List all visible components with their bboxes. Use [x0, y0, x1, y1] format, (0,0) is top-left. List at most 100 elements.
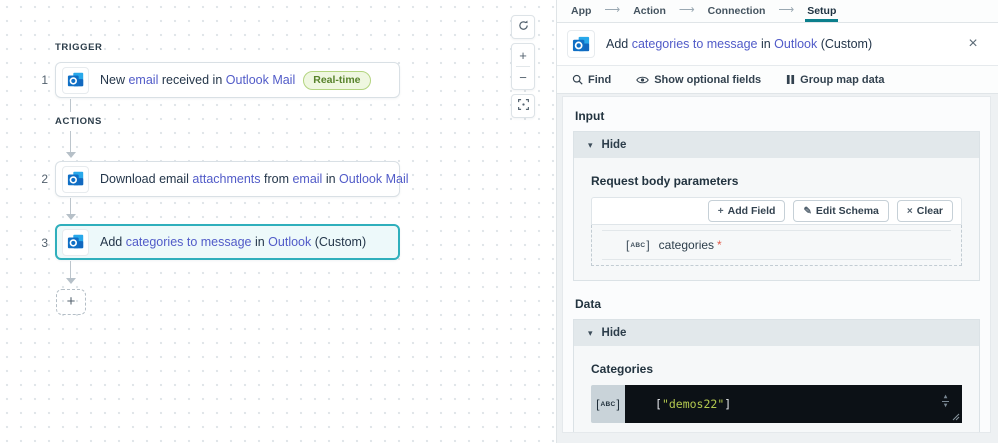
data-collapse-section: ▾ Hide Categories [ABC] ["demos22"] ▲	[573, 319, 980, 432]
data-hide-label: Hide	[601, 327, 627, 339]
breadcrumb-setup-active[interactable]: Setup	[805, 0, 839, 22]
outlook-app-icon	[62, 165, 89, 193]
breadcrumb: App ⟶ Action ⟶ Connection ⟶ Setup	[557, 0, 998, 23]
field-name: categories	[658, 238, 715, 252]
panel-toolbar: Find Show optional fields Group map data	[557, 66, 998, 94]
reset-orientation-button[interactable]	[512, 16, 534, 38]
breadcrumb-arrow-icon: ⟶	[604, 4, 621, 16]
outlook-app-icon	[62, 66, 89, 94]
close-panel-button[interactable]: ×	[964, 35, 982, 53]
stepper-down-icon: ▼	[943, 402, 948, 409]
data-hide-toggle[interactable]: ▾ Hide	[574, 320, 979, 346]
group-map-data-button[interactable]: Group map data	[786, 73, 885, 86]
outlook-icon	[67, 72, 83, 87]
find-label: Find	[588, 73, 612, 86]
breadcrumb-action[interactable]: Action	[633, 5, 666, 17]
outlook-icon	[67, 234, 83, 249]
breadcrumb-connection[interactable]: Connection	[707, 5, 766, 17]
input-collapse-section: ▾ Hide Request body parameters + Add Fie…	[573, 131, 980, 281]
breadcrumb-app[interactable]: App	[571, 5, 592, 17]
reset-rotate-icon	[518, 19, 528, 30]
realtime-badge: Real-time	[303, 70, 371, 90]
clear-button[interactable]: × Clear	[896, 200, 953, 222]
trigger-step-title: New email received in Outlook Mail	[100, 73, 296, 87]
panel-body: Input ▾ Hide Request body parameters + A…	[557, 94, 998, 443]
data-section-label: Data	[575, 297, 602, 311]
x-icon: ×	[906, 205, 913, 217]
data-collapse-body: Categories [ABC] ["demos22"] ▲ ▼	[574, 346, 979, 432]
add-step-button[interactable]: +	[56, 289, 86, 315]
connector-line	[70, 198, 71, 214]
fit-to-screen-icon	[517, 98, 529, 110]
categories-code-input[interactable]: ["demos22"] ▲ ▼	[625, 385, 962, 423]
chevron-down-icon: ▾	[588, 139, 593, 150]
edit-schema-label: Edit Schema	[815, 205, 879, 217]
action-step-card-3-selected[interactable]: Add categories to message in Outlook (Cu…	[55, 224, 400, 260]
step-number-3: 3	[41, 236, 48, 250]
connector-line	[70, 99, 71, 112]
step-number-1: 1	[41, 73, 48, 87]
panel-title: Add categories to message in Outlook (Cu…	[606, 37, 873, 51]
action-step-3-title: Add categories to message in Outlook (Cu…	[100, 235, 367, 249]
add-field-label: Add Field	[727, 205, 776, 217]
outlook-app-icon	[62, 228, 89, 256]
step-number-2: 2	[41, 172, 48, 186]
workflow-canvas[interactable]: TRIGGER 1 New email received in Outlook …	[0, 0, 557, 443]
input-hide-label: Hide	[601, 139, 627, 151]
panel-header: Add categories to message in Outlook (Cu…	[557, 23, 998, 66]
setup-form-card: Input ▾ Hide Request body parameters + A…	[562, 96, 991, 433]
stepper-bar	[942, 401, 949, 402]
input-section-label: Input	[575, 109, 605, 123]
action-step-card-2[interactable]: Download email attachments from email in…	[55, 161, 409, 197]
connector-arrow	[66, 152, 76, 158]
search-icon	[572, 74, 583, 85]
input-collapse-body: Request body parameters + Add Field ✎ Ed…	[574, 158, 979, 280]
categories-field-row[interactable]: [ABC] categories *	[602, 230, 951, 260]
value-stepper[interactable]: ▲ ▼	[942, 394, 949, 409]
action-step-2-title: Download email attachments from email in…	[100, 172, 409, 186]
connector-line	[70, 131, 71, 152]
fit-to-screen-button[interactable]	[512, 95, 534, 117]
schema-actions-bar: + Add Field ✎ Edit Schema × Clear	[591, 197, 962, 225]
group-map-data-label: Group map data	[800, 73, 885, 86]
stepper-up-icon: ▲	[943, 393, 948, 400]
input-hide-toggle[interactable]: ▾ Hide	[574, 132, 979, 158]
string-array-type-icon: [ABC]	[626, 238, 650, 252]
plus-icon: +	[717, 205, 724, 217]
request-body-parameters-title: Request body parameters	[591, 174, 739, 188]
clear-label: Clear	[916, 205, 943, 217]
required-asterisk: *	[717, 238, 722, 252]
outlook-app-icon	[567, 30, 595, 58]
zoom-out-button[interactable]: −	[512, 67, 534, 89]
find-button[interactable]: Find	[572, 74, 611, 86]
show-optional-fields-button[interactable]: Show optional fields	[636, 74, 761, 86]
breadcrumb-arrow-icon: ⟶	[678, 4, 695, 16]
zoom-in-button[interactable]: +	[512, 44, 534, 66]
trigger-section-label: TRIGGER	[55, 42, 103, 53]
setup-panel: App ⟶ Action ⟶ Connection ⟶ Setup Add ca…	[557, 0, 998, 443]
reset-view-control[interactable]	[511, 15, 535, 39]
show-optional-fields-label: Show optional fields	[654, 73, 762, 86]
add-field-button[interactable]: + Add Field	[707, 200, 786, 222]
pencil-icon: ✎	[803, 205, 812, 217]
categories-input-label: Categories	[591, 362, 654, 376]
fit-view-control[interactable]	[511, 94, 535, 118]
outlook-icon	[572, 36, 589, 51]
resize-handle-icon[interactable]	[950, 411, 960, 421]
connector-arrow	[66, 214, 76, 220]
control-divider	[516, 66, 530, 67]
eye-icon	[636, 76, 650, 83]
actions-section-label: ACTIONS	[55, 116, 102, 127]
edit-schema-button[interactable]: ✎ Edit Schema	[793, 200, 889, 222]
breadcrumb-arrow-icon: ⟶	[778, 4, 795, 16]
schema-fields-dropzone: [ABC] categories *	[591, 225, 962, 266]
string-array-type-icon: [ABC]	[596, 397, 620, 411]
trigger-step-card[interactable]: New email received in Outlook Mail Real-…	[55, 62, 400, 98]
group-columns-icon	[787, 75, 795, 84]
string-array-type-box: [ABC]	[591, 385, 625, 423]
outlook-icon	[67, 171, 83, 186]
connector-line	[70, 261, 71, 278]
zoom-control[interactable]: + −	[511, 43, 535, 90]
chevron-down-icon: ▾	[588, 327, 593, 338]
categories-json-editor: [ABC] ["demos22"] ▲ ▼	[591, 385, 962, 423]
